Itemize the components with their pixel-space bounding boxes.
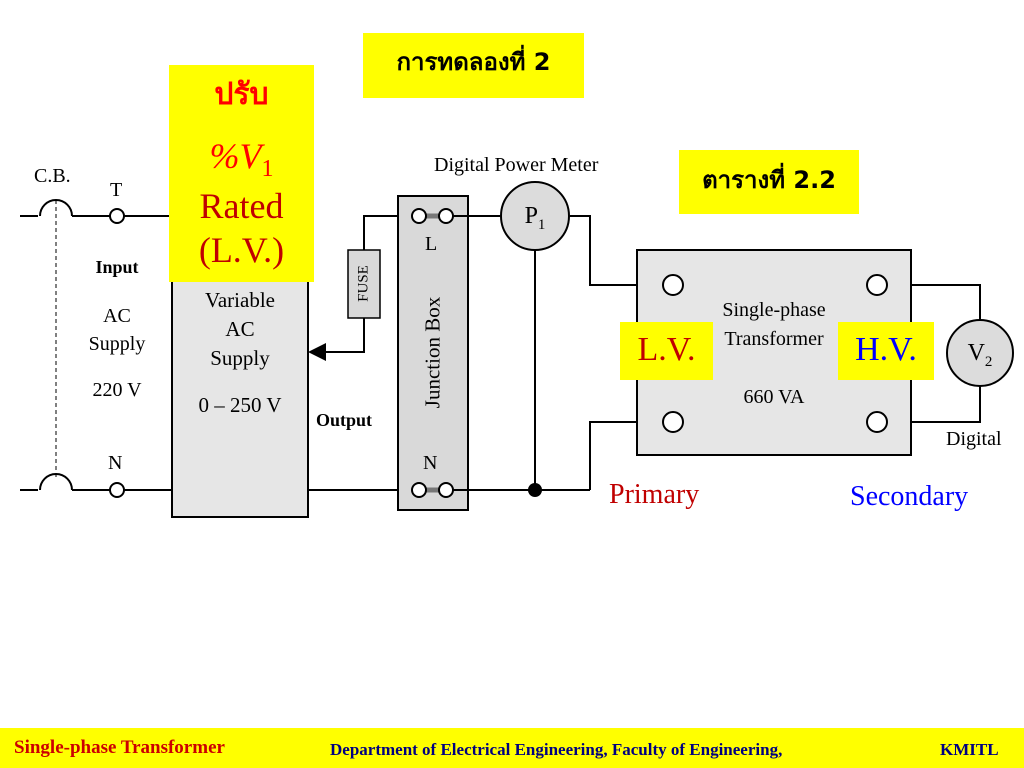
junction-box: [397, 195, 469, 511]
voltmeter-symbol: V2: [967, 340, 993, 370]
table-ref: ตารางที่ 2.2: [702, 166, 836, 194]
lv-label-box: [620, 322, 713, 380]
adjust-note-box: [169, 65, 314, 282]
junction-l-out: [438, 208, 454, 224]
fuse-box: [347, 249, 381, 319]
voltmeter-circle: [946, 319, 1014, 387]
input-line1: AC: [103, 305, 131, 327]
power-meter-title: Digital Power Meter: [434, 154, 599, 176]
adjust-note-line4: (L.V.): [198, 230, 285, 270]
transformer-line1: Single-phase: [722, 299, 826, 321]
input-voltage: 220 V: [92, 379, 142, 401]
adjust-note-line2: %V1: [209, 136, 274, 183]
variable-supply-box: [171, 267, 309, 518]
hv-bottom-terminal: [866, 411, 888, 433]
primary-label: Primary: [609, 479, 700, 510]
adjust-note-line3: Rated: [199, 186, 284, 226]
variable-supply-line2: AC: [225, 317, 255, 341]
power-meter-symbol: P1: [524, 203, 546, 233]
experiment-title-box: [363, 33, 584, 98]
footer-center: Department of Electrical Engineering, Fa…: [330, 740, 783, 759]
adjust-note-line1: ปรับ: [214, 77, 269, 112]
transformer-line2: Transformer: [724, 328, 824, 350]
footer-right: KMITL: [940, 740, 999, 759]
junction-l-in: [411, 208, 427, 224]
variable-supply-range: 0 – 250 V: [198, 393, 282, 417]
adjust-arrow-head: [308, 343, 326, 361]
hv-top-terminal: [866, 274, 888, 296]
lv-label: L.V.: [637, 331, 696, 368]
lv-bottom-terminal: [662, 411, 684, 433]
cb-label: C.B.: [34, 165, 71, 187]
input-title: Input: [95, 257, 139, 277]
hv-label: H.V.: [855, 331, 917, 368]
circuit-breaker: [20, 199, 73, 491]
junction-n-out: [438, 482, 454, 498]
terminal-n-connector: [109, 482, 125, 498]
terminal-n-label: N: [108, 452, 123, 474]
hv-label-box: [838, 322, 934, 380]
variable-supply-line1: Variable: [205, 288, 275, 312]
junction-l-label: L: [425, 233, 438, 255]
fuse-label: FUSE: [355, 265, 372, 302]
junction-dot: [528, 483, 542, 497]
experiment-title: การทดลองที่ 2: [396, 48, 551, 76]
power-meter-circle: [500, 181, 570, 251]
output-label: Output: [316, 410, 373, 430]
secondary-label: Secondary: [850, 481, 969, 512]
terminal-t-label: T: [110, 179, 123, 201]
junction-n-label: N: [423, 452, 438, 474]
footer-left: Single-phase Transformer: [14, 737, 225, 758]
transformer-rating: 660 VA: [743, 386, 805, 408]
junction-box-title: Junction Box: [420, 296, 445, 409]
lv-top-terminal: [662, 274, 684, 296]
input-line2: Supply: [88, 333, 146, 355]
junction-n-in: [411, 482, 427, 498]
output-wires: [308, 215, 410, 491]
variable-supply-line3: Supply: [210, 346, 270, 370]
input-wires: [72, 215, 172, 491]
terminal-t-connector: [109, 208, 125, 224]
footer-bar: Single-phase Transformer Department of E…: [0, 728, 1024, 768]
table-ref-box: [679, 150, 859, 214]
voltmeter-type: Digital: [946, 428, 1002, 450]
